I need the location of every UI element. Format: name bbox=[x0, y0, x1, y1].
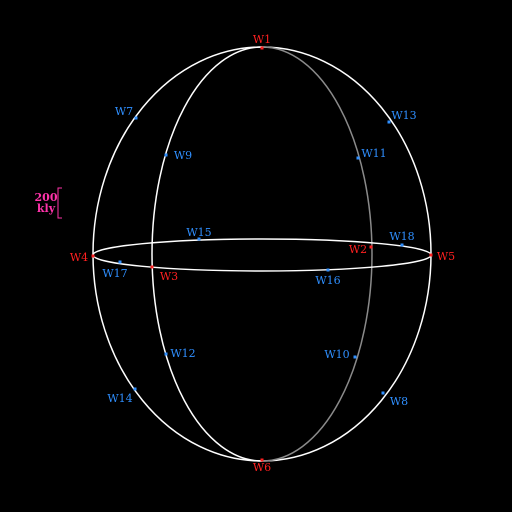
point-label: W8 bbox=[390, 395, 408, 408]
point-w10: W10 bbox=[324, 348, 357, 361]
point-marker bbox=[353, 355, 357, 359]
point-w3: W3 bbox=[150, 265, 178, 283]
equator-ellipse bbox=[92, 238, 432, 272]
point-w8: W8 bbox=[381, 391, 408, 408]
point-marker bbox=[429, 253, 433, 257]
point-marker bbox=[260, 46, 264, 50]
scale-bar-unit: kly bbox=[37, 202, 56, 215]
point-label: W3 bbox=[160, 270, 178, 283]
point-label: W16 bbox=[315, 274, 340, 287]
point-label: W4 bbox=[70, 251, 88, 264]
point-marker bbox=[197, 237, 201, 241]
point-label: W5 bbox=[437, 250, 455, 263]
point-label: W11 bbox=[361, 147, 386, 160]
point-label: W7 bbox=[115, 105, 133, 118]
point-w4: W4 bbox=[70, 251, 95, 264]
point-w16: W16 bbox=[315, 268, 341, 287]
point-marker bbox=[133, 387, 137, 391]
point-marker bbox=[260, 458, 264, 462]
point-marker bbox=[369, 245, 373, 249]
scale-bar: 200 kly bbox=[35, 187, 62, 219]
scale-bar-value: 200 bbox=[35, 191, 58, 204]
point-label: W17 bbox=[102, 267, 127, 280]
point-marker bbox=[164, 153, 168, 157]
point-marker bbox=[118, 260, 122, 264]
point-w9: W9 bbox=[164, 149, 192, 162]
point-marker bbox=[164, 352, 168, 356]
point-w18: W18 bbox=[389, 230, 415, 247]
point-w13: W13 bbox=[387, 109, 417, 124]
point-marker bbox=[387, 120, 391, 124]
point-label: W15 bbox=[186, 226, 211, 239]
point-marker bbox=[91, 254, 95, 258]
point-label: W2 bbox=[349, 243, 367, 256]
point-w12: W12 bbox=[164, 347, 196, 360]
point-label: W14 bbox=[107, 392, 132, 405]
point-w17: W17 bbox=[102, 260, 128, 280]
point-marker bbox=[381, 391, 385, 395]
point-marker bbox=[150, 265, 154, 269]
point-label: W6 bbox=[253, 461, 271, 474]
point-w15: W15 bbox=[186, 226, 212, 241]
point-w5: W5 bbox=[429, 250, 455, 263]
point-w7: W7 bbox=[115, 105, 138, 120]
point-marker bbox=[356, 156, 360, 160]
point-marker bbox=[400, 243, 404, 247]
point-label: W10 bbox=[324, 348, 349, 361]
point-w1: W1 bbox=[253, 33, 271, 50]
point-label: W12 bbox=[170, 347, 195, 360]
point-label: W18 bbox=[389, 230, 414, 243]
point-label: W9 bbox=[174, 149, 192, 162]
scale-bar-bracket bbox=[57, 187, 62, 219]
meridian-back-arc bbox=[261, 46, 373, 462]
point-marker bbox=[326, 268, 330, 272]
point-label: W13 bbox=[391, 109, 416, 122]
point-w14: W14 bbox=[107, 387, 137, 405]
sphere-outline bbox=[92, 46, 432, 462]
point-w2: W2 bbox=[349, 243, 373, 256]
point-w11: W11 bbox=[356, 147, 387, 160]
meridian-front-arc bbox=[151, 46, 263, 462]
point-w6: W6 bbox=[253, 458, 271, 474]
point-label: W1 bbox=[253, 33, 271, 46]
point-marker bbox=[134, 116, 138, 120]
